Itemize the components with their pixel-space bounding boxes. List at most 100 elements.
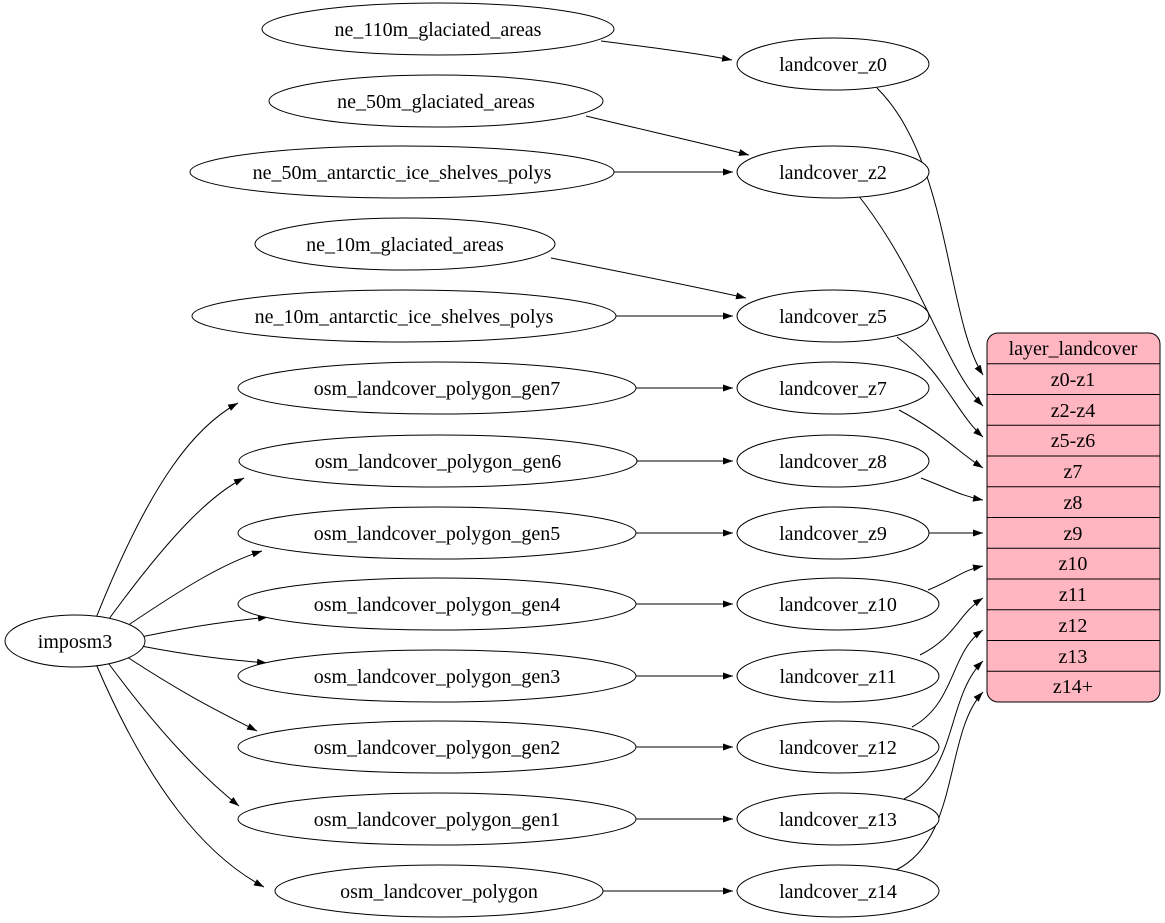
node-landcover-z11: landcover_z11 <box>736 649 940 703</box>
node-landcover-z13: landcover_z13 <box>736 792 940 846</box>
node-ellipse <box>268 74 604 128</box>
node-label: ne_10m_glaciated_areas <box>306 234 504 256</box>
node-ne-110m-glaciated-areas: ne_110m_glaciated_areas <box>261 2 615 56</box>
edge-imposm3-to-gen7 <box>95 402 239 619</box>
node-ellipse <box>237 506 637 560</box>
edge-z8-to-row-z8 <box>920 477 984 502</box>
edge-z14-to-row-z14plus <box>895 691 984 871</box>
edge-z5-to-row-z5z6 <box>896 336 984 438</box>
table-row-z11: z11 <box>1059 584 1087 606</box>
node-label: osm_landcover_polygon_gen2 <box>314 737 561 759</box>
node-ellipse <box>736 864 940 918</box>
edge-ne10m-glaciated-to-z5 <box>550 257 747 300</box>
node-ellipse <box>261 2 615 56</box>
table-row-z5-z6: z5-z6 <box>1051 430 1095 452</box>
node-osm-landcover-polygon-gen6: osm_landcover_polygon_gen6 <box>238 434 638 488</box>
node-ellipse <box>736 649 940 703</box>
node-label: ne_10m_antarctic_ice_shelves_polys <box>255 306 554 328</box>
node-label: landcover_z11 <box>780 666 897 688</box>
node-ne-50m-antarctic-ice-shelves-polys: ne_50m_antarctic_ice_shelves_polys <box>189 145 615 199</box>
node-ellipse <box>736 506 930 560</box>
node-ellipse <box>736 289 930 343</box>
edge-ne110m-to-z0 <box>600 40 733 62</box>
edge-z0-to-row-z0z1 <box>876 87 984 376</box>
node-landcover-z9: landcover_z9 <box>736 506 930 560</box>
node-ellipse <box>237 792 637 846</box>
table-row-z0-z1: z0-z1 <box>1051 369 1095 391</box>
node-imposm3-label: imposm3 <box>38 631 112 653</box>
node-label: osm_landcover_polygon <box>340 881 538 903</box>
node-ellipse <box>736 577 940 631</box>
node-label: osm_landcover_polygon_gen7 <box>314 378 561 400</box>
node-label: landcover_z2 <box>779 162 887 184</box>
node-label: osm_landcover_polygon_gen1 <box>314 809 561 831</box>
node-label: landcover_z9 <box>779 523 887 545</box>
edges-root-to-sources <box>95 402 269 888</box>
table-row-z10: z10 <box>1059 553 1088 575</box>
table-row-z12: z12 <box>1059 615 1088 637</box>
node-osm-landcover-polygon-gen5: osm_landcover_polygon_gen5 <box>237 506 637 560</box>
table-row-z9: z9 <box>1064 523 1083 545</box>
edge-z7-to-row-z7 <box>898 409 984 469</box>
node-label: landcover_z10 <box>779 594 897 616</box>
node-ellipse <box>274 864 604 918</box>
node-label: ne_110m_glaciated_areas <box>335 19 542 41</box>
edge-imposm3-to-gen5 <box>120 550 263 631</box>
table-layer-landcover: layer_landcover z0-z1 z2-z4 z5-z6 z7 z8 … <box>986 332 1161 703</box>
node-label: landcover_z5 <box>779 306 887 328</box>
node-osm-landcover-polygon: osm_landcover_polygon <box>274 864 604 918</box>
node-ellipse <box>736 792 940 846</box>
node-ne-10m-glaciated-areas: ne_10m_glaciated_areas <box>254 217 556 271</box>
node-ellipse <box>736 145 930 199</box>
node-ellipse <box>237 361 637 415</box>
edges-middles-to-table <box>857 87 984 871</box>
node-landcover-z5: landcover_z5 <box>736 289 930 343</box>
edge-z12-to-row-z12 <box>911 629 984 728</box>
edge-imposm3-to-gen6 <box>105 477 245 624</box>
edge-imposm3-to-gen1 <box>105 659 240 807</box>
node-ellipse <box>736 37 930 91</box>
edge-imposm3-to-gen2 <box>120 652 258 732</box>
node-ellipse <box>237 720 637 774</box>
node-osm-landcover-polygon-gen4: osm_landcover_polygon_gen4 <box>237 577 637 631</box>
node-osm-landcover-polygon-gen2: osm_landcover_polygon_gen2 <box>237 720 637 774</box>
node-label: landcover_z7 <box>779 378 887 400</box>
node-landcover-z8: landcover_z8 <box>736 434 930 488</box>
node-ellipse <box>237 649 637 703</box>
node-label: osm_landcover_polygon_gen5 <box>314 523 561 545</box>
table-title: layer_landcover <box>1009 338 1138 360</box>
edges-sources-to-middles <box>550 40 750 895</box>
edge-imposm3-to-gen3 <box>140 645 268 666</box>
table-row-z13: z13 <box>1059 646 1088 668</box>
node-landcover-z0: landcover_z0 <box>736 37 930 91</box>
edge-imposm3-to-polygon <box>95 663 265 888</box>
node-label: landcover_z13 <box>779 809 897 831</box>
edge-z2-to-row-z2z4 <box>857 194 984 407</box>
node-label: landcover_z12 <box>779 737 897 759</box>
table-row-z8: z8 <box>1064 492 1083 514</box>
edge-imposm3-to-gen4 <box>140 614 269 638</box>
node-osm-landcover-polygon-gen1: osm_landcover_polygon_gen1 <box>237 792 637 846</box>
edge-z10-to-row-z10 <box>927 564 984 591</box>
table-row-z7: z7 <box>1064 461 1083 483</box>
node-ellipse <box>254 217 556 271</box>
node-ellipse <box>736 361 930 415</box>
node-label: landcover_z14 <box>779 881 897 903</box>
node-imposm3-shape <box>4 614 146 668</box>
node-ellipse <box>238 434 638 488</box>
node-label: landcover_z0 <box>779 54 887 76</box>
table-row-z14plus: z14+ <box>1053 676 1093 698</box>
node-imposm3: imposm3 <box>4 614 146 668</box>
node-landcover-z2: landcover_z2 <box>736 145 930 199</box>
edge-z13-to-row-z13 <box>903 660 984 800</box>
node-label: landcover_z8 <box>779 451 887 473</box>
node-ne-10m-antarctic-ice-shelves-polys: ne_10m_antarctic_ice_shelves_polys <box>191 289 617 343</box>
node-ellipse <box>736 720 940 774</box>
node-osm-landcover-polygon-gen3: osm_landcover_polygon_gen3 <box>237 649 637 703</box>
node-ellipse <box>237 577 637 631</box>
node-landcover-z12: landcover_z12 <box>736 720 940 774</box>
node-label: ne_50m_antarctic_ice_shelves_polys <box>253 162 552 184</box>
node-osm-landcover-polygon-gen7: osm_landcover_polygon_gen7 <box>237 361 637 415</box>
